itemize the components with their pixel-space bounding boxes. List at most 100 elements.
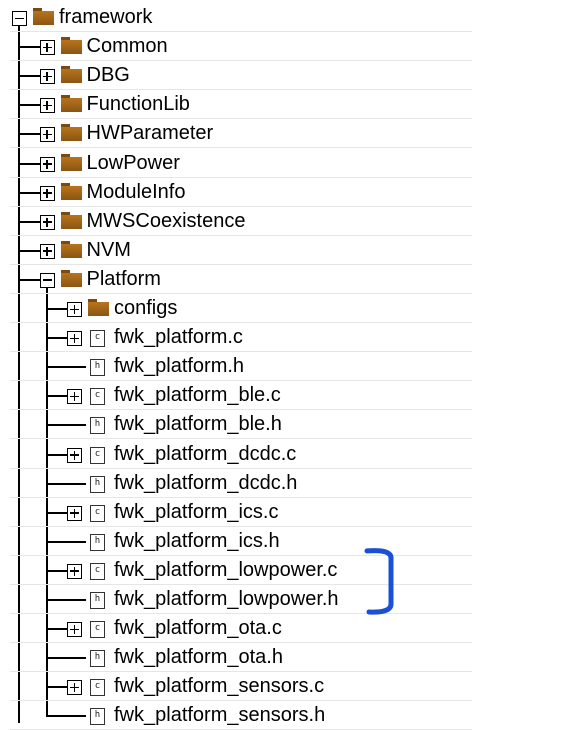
folder-icon-tab	[60, 153, 70, 158]
file-type-glyph: c	[94, 390, 101, 401]
tree-item-label: fwk_platform.h	[114, 355, 245, 378]
tree-guide-line	[18, 25, 20, 280]
folder-icon-tab	[60, 37, 70, 42]
tree-connector	[45, 540, 86, 543]
tree-row[interactable]: Platform	[0, 265, 472, 294]
tree-connector	[45, 366, 86, 369]
tree-item-label: fwk_platform_ble.c	[114, 384, 281, 407]
folder-icon-tab	[60, 240, 70, 245]
expand-icon[interactable]	[67, 389, 82, 405]
tree-row[interactable]: MWSCoexistence	[0, 207, 472, 236]
row-separator	[10, 642, 472, 644]
tree-connector	[45, 482, 86, 485]
tree-item-label: NVM	[86, 238, 131, 261]
c-source-file-icon: c	[90, 330, 105, 348]
expand-icon[interactable]	[39, 69, 55, 85]
folder-icon-body	[60, 40, 82, 55]
tree-connector	[45, 337, 68, 340]
tree-connector	[18, 75, 41, 78]
c-source-file-icon: c	[90, 621, 105, 639]
tree-row[interactable]: framework	[0, 3, 472, 32]
tree-item-label: LowPower	[86, 151, 180, 174]
expand-icon[interactable]	[67, 331, 82, 347]
file-type-glyph: h	[94, 652, 101, 663]
tree-row[interactable]: c fwk_platform_lowpower.c	[0, 556, 472, 585]
tree-row[interactable]: DBG	[0, 61, 472, 91]
expand-icon[interactable]	[39, 185, 55, 201]
folder-icon	[33, 8, 54, 25]
expand-icon[interactable]	[39, 98, 55, 114]
row-separator	[10, 554, 472, 556]
tree-item-label: fwk_platform_lowpower.c	[114, 558, 338, 581]
tree-guide-line	[45, 286, 48, 717]
row-separator	[10, 380, 472, 382]
tree-item-label: fwk_platform_ics.c	[114, 500, 279, 523]
file-type-glyph: c	[94, 564, 101, 575]
collapse-icon[interactable]	[12, 11, 27, 26]
tree-row[interactable]: ModuleInfo	[0, 178, 472, 207]
expand-icon[interactable]	[39, 40, 55, 56]
folder-icon	[60, 95, 82, 113]
file-type-glyph: h	[94, 361, 101, 372]
expand-icon[interactable]	[67, 505, 82, 521]
expand-icon[interactable]	[67, 563, 82, 579]
row-separator	[10, 700, 472, 702]
expand-icon[interactable]	[67, 680, 82, 696]
folder-icon-body	[60, 98, 82, 113]
row-separator	[10, 409, 472, 411]
expand-icon[interactable]	[39, 214, 55, 230]
tree-row[interactable]: configs	[0, 294, 472, 323]
expand-icon[interactable]	[67, 622, 82, 638]
file-type-glyph: h	[94, 594, 101, 604]
folder-icon	[60, 182, 82, 200]
row-separator	[10, 147, 472, 149]
tree-row[interactable]: NVM	[0, 236, 472, 265]
expand-icon[interactable]	[39, 243, 55, 259]
tree-row[interactable]: Common	[0, 32, 472, 62]
expand-icon[interactable]	[67, 447, 82, 463]
tree-row[interactable]: HWParameter	[0, 119, 472, 149]
row-separator	[10, 176, 472, 178]
tree-connector	[45, 657, 86, 660]
file-type-glyph: c	[94, 506, 101, 517]
expand-icon[interactable]	[39, 127, 55, 143]
folder-icon	[60, 66, 82, 84]
folder-icon-tab	[88, 299, 97, 303]
folder-icon	[60, 240, 82, 258]
row-separator	[10, 31, 472, 32]
row-separator	[10, 467, 472, 469]
tree-row[interactable]: FunctionLib	[0, 90, 472, 120]
c-source-file-icon: c	[90, 504, 105, 522]
tree-row[interactable]: LowPower	[0, 149, 472, 178]
row-separator	[10, 671, 472, 673]
file-type-glyph: h	[94, 535, 101, 546]
folder-icon-body	[60, 185, 82, 200]
tree-row[interactable]: h fwk_platform.h	[0, 352, 472, 382]
tree-connector	[18, 249, 41, 252]
expand-icon[interactable]	[67, 302, 82, 317]
header-file-icon: h	[90, 592, 105, 609]
header-file-icon: h	[90, 475, 105, 493]
tree-item-label: fwk_platform_ble.h	[114, 413, 282, 436]
row-separator	[10, 351, 472, 353]
tree-row[interactable]: c fwk_platform_ble.c	[0, 381, 472, 411]
tree-row[interactable]: c fwk_platform_ics.c	[0, 498, 472, 527]
folder-icon	[60, 37, 82, 55]
expand-icon[interactable]	[39, 156, 55, 172]
row-separator	[10, 234, 472, 236]
collapse-icon[interactable]	[39, 272, 55, 288]
folder-icon	[60, 269, 82, 287]
folder-icon-body	[88, 302, 109, 316]
folder-icon-body	[60, 214, 82, 229]
